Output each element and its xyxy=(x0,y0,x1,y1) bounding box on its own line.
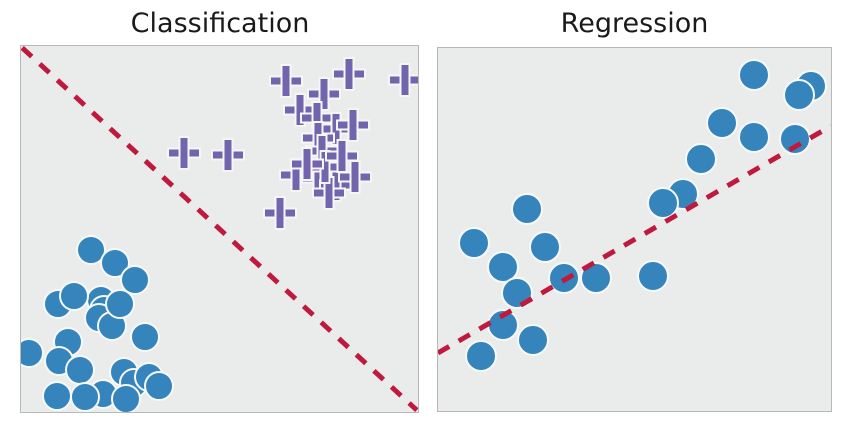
circle-marker-class-a-22 xyxy=(104,288,135,319)
cross-vertical-bar xyxy=(343,56,355,91)
circle-marker-observations-18 xyxy=(516,324,549,356)
circle-marker-class-a-21 xyxy=(58,280,89,311)
circle-marker-observations-19 xyxy=(465,340,498,373)
circle-marker-observations-16 xyxy=(637,260,670,293)
cross-marker-class-b-2 xyxy=(332,56,367,91)
cross-vertical-bar xyxy=(347,108,359,143)
cross-marker-class-b-11 xyxy=(211,137,246,172)
circle-marker-observations-2 xyxy=(783,79,816,112)
cross-vertical-bar xyxy=(399,62,411,97)
circle-marker-observations-15 xyxy=(580,261,612,294)
circle-marker-observations-14 xyxy=(548,261,581,294)
cross-vertical-bar xyxy=(301,146,313,181)
circle-marker-observations-9 xyxy=(510,192,543,225)
circle-marker-observations-13 xyxy=(501,276,533,309)
circle-marker-class-a-18 xyxy=(41,380,72,411)
circle-marker-observations-11 xyxy=(528,230,561,263)
circle-marker-observations-6 xyxy=(684,143,717,176)
cross-vertical-bar xyxy=(274,196,286,231)
panel-title-classification: Classification xyxy=(130,8,310,39)
cross-marker-class-b-10 xyxy=(166,135,201,170)
circle-marker-class-a-20 xyxy=(110,384,141,412)
circle-marker-observations-17 xyxy=(487,309,520,342)
cross-vertical-bar xyxy=(222,137,234,172)
circle-marker-observations-4 xyxy=(738,121,770,154)
circle-marker-observations-10 xyxy=(457,227,490,260)
cross-vertical-bar xyxy=(336,139,348,174)
plot-area-classification xyxy=(20,45,419,413)
cross-marker-class-b-7 xyxy=(336,108,371,143)
cross-marker-class-b-3 xyxy=(388,62,418,97)
circle-marker-observations-0 xyxy=(738,59,770,92)
circle-marker-class-a-8 xyxy=(129,321,160,352)
cross-marker-class-b-19 xyxy=(325,139,360,174)
cross-vertical-bar xyxy=(178,135,190,170)
circle-marker-class-a-12 xyxy=(65,354,96,385)
circle-marker-observations-8 xyxy=(647,187,680,220)
cross-marker-class-b-17 xyxy=(263,196,298,231)
circle-marker-class-a-9 xyxy=(21,338,44,369)
circle-marker-class-a-16 xyxy=(143,371,174,402)
plot-area-regression xyxy=(437,47,832,412)
circle-marker-observations-3 xyxy=(706,106,739,139)
circle-marker-observations-5 xyxy=(779,123,812,156)
circle-marker-class-a-19 xyxy=(69,382,100,412)
cross-marker-class-b-20 xyxy=(290,146,325,181)
panel-title-regression: Regression xyxy=(560,8,709,39)
